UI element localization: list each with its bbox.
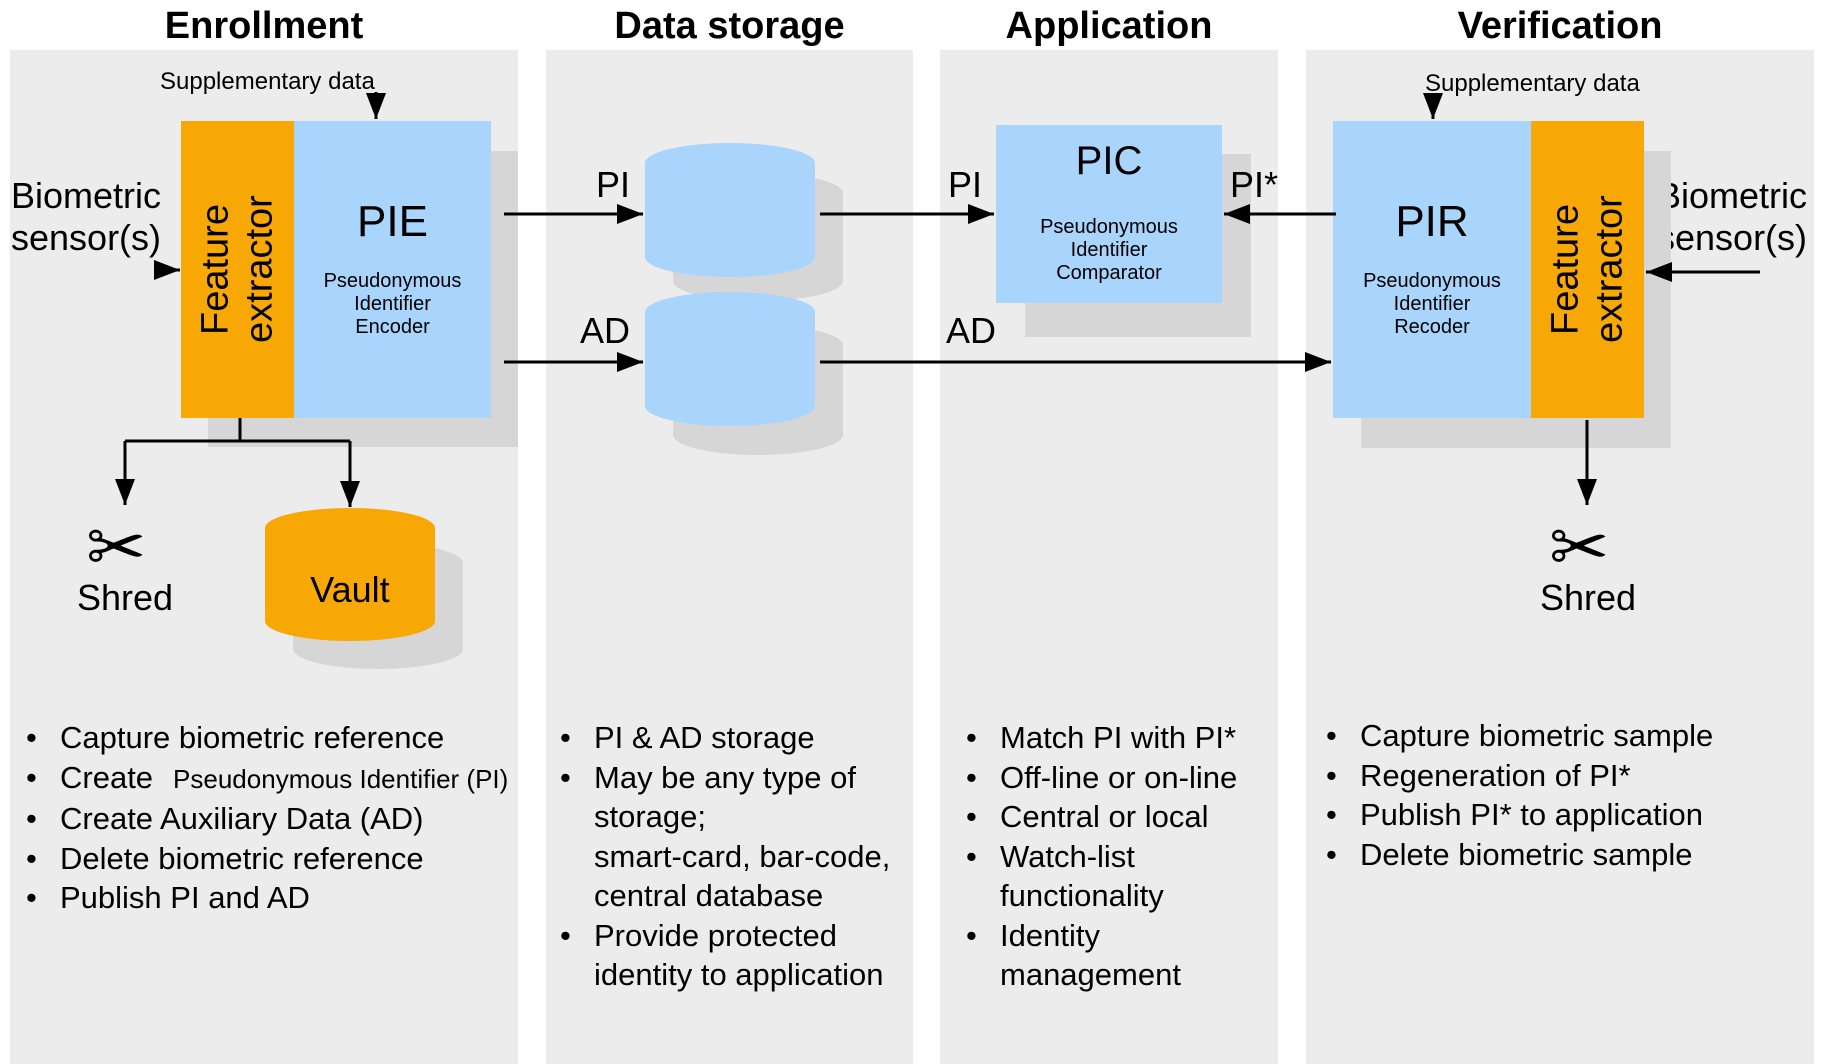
- verification-supplementary-label: Supplementary data: [1425, 70, 1640, 97]
- pir-title: PIR: [1395, 197, 1469, 246]
- pic-subtitle: Pseudonymous Identifier Comparator: [1040, 216, 1178, 284]
- bullet-create-suffix: Pseudonymous Identifier (PI): [173, 763, 509, 794]
- list-item: May be any type of storage; smart-card, …: [560, 758, 890, 916]
- verification-feature-extractor: [1531, 121, 1644, 418]
- storage-ad-label: AD: [580, 310, 631, 351]
- pie-box: [294, 121, 491, 418]
- list-item: Capture biometric sample: [1326, 716, 1713, 756]
- pie-subtitle: Pseudonymous Identifier Encoder: [323, 270, 462, 338]
- pic-box: [996, 125, 1222, 303]
- application-title: Application: [1005, 5, 1213, 47]
- list-item: Provide protected identity to applicatio…: [560, 916, 890, 995]
- verification-bullets: Capture biometric sample Regeneration of…: [1326, 716, 1713, 874]
- enrollment-feature-extractor: [181, 121, 294, 418]
- enrollment-bullets: Capture biometric reference CreatePseudo…: [26, 718, 508, 918]
- list-item: Publish PI and AD: [26, 878, 508, 918]
- pic-title: PIC: [1075, 139, 1143, 183]
- storage-bullets: PI & AD storage May be any type of stora…: [560, 718, 890, 995]
- application-pi-star-label: PI*: [1230, 164, 1279, 205]
- list-item: Watch-list functionality: [966, 837, 1237, 916]
- verification-title: Verification: [1457, 5, 1663, 47]
- vault-cylinder: [265, 508, 435, 641]
- enrollment-sensor-label: Biometric sensor(s): [11, 175, 162, 258]
- ad-storage-cylinder: [645, 292, 815, 426]
- pir-box: [1333, 121, 1531, 418]
- scissors-icon: ✂: [1549, 508, 1610, 588]
- enrollment-supplementary-label: Supplementary data: [160, 68, 375, 95]
- list-item: Central or local: [966, 797, 1237, 837]
- list-item: Publish PI* to application: [1326, 795, 1713, 835]
- pie-title: PIE: [357, 197, 428, 246]
- list-item: Delete biometric reference: [26, 839, 508, 879]
- list-item: Match PI with PI*: [966, 718, 1237, 758]
- enrollment-title: Enrollment: [164, 5, 364, 47]
- list-item: Off-line or on-line: [966, 758, 1237, 798]
- enrollment-shred-label: Shred: [76, 577, 174, 618]
- vault-label: Vault: [310, 569, 390, 610]
- list-item: Delete biometric sample: [1326, 835, 1713, 875]
- application-ad-label: AD: [946, 310, 997, 351]
- list-item: Identity management: [966, 916, 1237, 995]
- verification-shred-label: Shred: [1539, 577, 1637, 618]
- storage-pi-label: PI: [596, 164, 631, 205]
- list-item: PI & AD storage: [560, 718, 890, 758]
- list-item: Capture biometric reference: [26, 718, 508, 758]
- pi-storage-cylinder: [645, 143, 815, 277]
- application-pi-label: PI: [948, 164, 983, 205]
- list-item: Regeneration of PI*: [1326, 756, 1713, 796]
- storage-title: Data storage: [614, 5, 845, 47]
- list-item: Create Auxiliary Data (AD): [26, 799, 508, 839]
- scissors-icon: ✂: [86, 508, 147, 588]
- pir-subtitle: Pseudonymous Identifier Recoder: [1363, 270, 1501, 338]
- application-bullets: Match PI with PI* Off-line or on-line Ce…: [966, 718, 1237, 995]
- verification-sensor-label: Biometric sensor(s): [1657, 175, 1808, 258]
